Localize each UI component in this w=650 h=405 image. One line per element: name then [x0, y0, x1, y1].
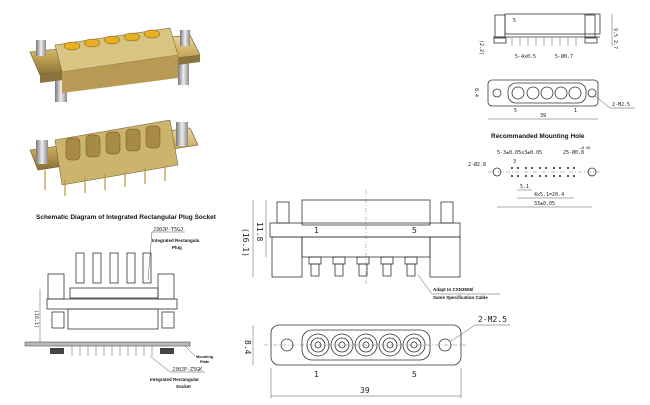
center-thread-label: 2-M2.5 [478, 315, 507, 324]
height-body-dim: 11.8 [255, 222, 264, 241]
length-dim: 39 [540, 113, 546, 119]
pin-dim-1: 5-4x0.5 [515, 54, 536, 60]
center-pin-1: 1 [314, 226, 319, 235]
dim-grid: 5-3±0.05x3±0.05 [497, 150, 542, 156]
pin-hole-grid [511, 167, 575, 177]
mounting-hole-view: Recommanded Mounting Hole 5-3±0.05x3±0.0… [468, 133, 602, 208]
height-total-dim: (16.1) [241, 228, 250, 257]
height-dim: 9.5 [612, 28, 618, 37]
dim-pitch: 5.1 [520, 184, 529, 190]
center-side-view: (16.1) 11.8 1 5 Adapt to CXN3506/ Same S… [241, 190, 500, 300]
pin-dim-2: 5-Ø0.7 [555, 53, 573, 60]
dim-mount: 2-Ø2.8 [468, 161, 486, 168]
bottom-pin-1: 1 [314, 370, 319, 379]
plug-label-line2: Plug [172, 245, 182, 250]
center-pin-5: 5 [412, 226, 417, 235]
bottom-pin-5: 5 [412, 370, 417, 379]
plug-label-line1: Integrated Rectangula [152, 238, 200, 243]
dim-small: 3 [513, 159, 516, 165]
center-front-view: 2-M2.5 8.4 1 5 39 [243, 315, 510, 398]
plate-label-line2: Plate [200, 360, 209, 364]
cable-note-line1: Adapt to CXN3506/ [433, 287, 474, 292]
dim-span: 4x5.1=20.4 [534, 192, 564, 198]
thread-label: 2-M2.5 [612, 102, 630, 108]
plate-label-line1: Mounting [196, 355, 214, 359]
top-side-view: 5 9.5 2.7 (2.2) 5-4x0.5 5-Ø0.7 [478, 13, 618, 60]
connector-photo-top [29, 27, 201, 102]
socket-label-line2: Socket [176, 384, 191, 389]
width-dim: 8.4 [473, 88, 479, 97]
cable-note-line2: Same Specification Cable [433, 295, 488, 300]
dim-tolerance: +0.05 [580, 146, 591, 150]
top-front-view: 2-M2.5 8.4 5 1 39 [473, 79, 635, 120]
lower-dim: 2.7 [612, 40, 618, 49]
schematic-height-dim: (16.1) [33, 310, 39, 328]
schematic-diagram: Schematic Diagram of Integrated Rectangu… [24, 214, 217, 389]
center-width-dim: 8.4 [243, 340, 252, 355]
socket-code: J30JP-Z5GK [172, 367, 202, 373]
plug-code: J30JP-T5GJ [153, 227, 183, 233]
mounting-hole-title: Recommanded Mounting Hole [491, 133, 585, 140]
pin-right: 1 [574, 108, 577, 114]
side-pin-label: 5 [513, 18, 516, 24]
dim-holes: 25-Ø0.8 [563, 149, 584, 156]
pin-left: 5 [514, 108, 517, 114]
dim-total: 33±0.05 [534, 201, 555, 207]
socket-label-line1: Integrated Rectangular [150, 377, 199, 382]
connector-photo-bottom [29, 119, 199, 196]
left-dim: (2.2) [478, 40, 484, 55]
center-length-dim: 39 [360, 386, 370, 395]
schematic-title: Schematic Diagram of Integrated Rectangu… [36, 214, 217, 221]
